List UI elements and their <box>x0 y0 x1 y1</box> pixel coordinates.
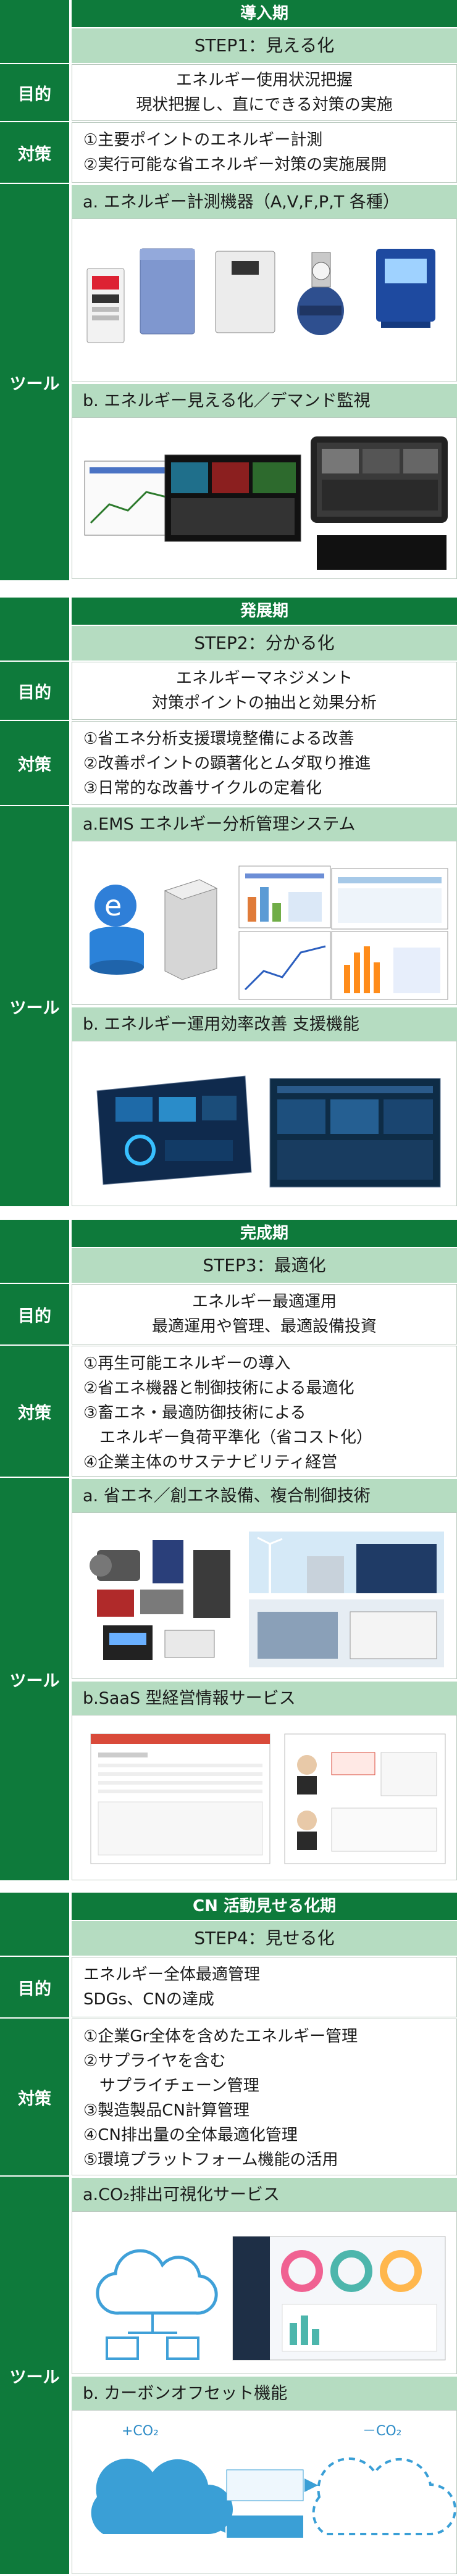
phase-1-meter-devices-image <box>72 219 457 381</box>
measure-line: ①省エネ分析支援環境整備による改善 <box>83 730 354 748</box>
purpose-line: 最適運用や管理、最適設備投資 <box>151 1317 377 1336</box>
phase-4-stage: CN 活動見せる化期 <box>72 1893 457 1920</box>
meter-devices-illustration <box>86 248 435 343</box>
phase-1-side-blank <box>0 0 69 63</box>
offset-plus-label: +CO₂ <box>122 2424 159 2439</box>
purpose-line: SDGs、CNの達成 <box>83 1990 214 2009</box>
phase-2-tool-b: b. エネルギー運用効率改善 支援機能 <box>72 1006 457 1041</box>
phase-1-purpose: エネルギー使用状況把握 現状把握し、直にできる対策の実施 <box>72 64 457 121</box>
phase-4-tool-b: b. カーボンオフセット機能 <box>72 2375 457 2410</box>
measure-line: ②サプライヤを含む <box>83 2052 226 2070</box>
purpose-line: 現状把握し、直にできる対策の実施 <box>136 96 393 114</box>
phase-3-purpose: エネルギー最適運用 最適運用や管理、最適設備投資 <box>72 1284 457 1344</box>
phase-2-side-blank <box>0 598 69 661</box>
phase-2-purpose-label: 目的 <box>0 662 69 720</box>
ems-illustration: e <box>90 865 448 1000</box>
purpose-line: エネルギーマネジメント <box>175 669 353 688</box>
phase-1-tool-b: b. エネルギー見える化／デマンド監視 <box>72 383 457 417</box>
offset-minus-label: －CO₂ <box>363 2424 402 2439</box>
phase-2-ems-image: e <box>72 841 457 1005</box>
phase-3-saas-image <box>72 1715 457 1880</box>
monitor-screens-illustration <box>84 436 448 570</box>
measure-line: ①再生可能エネルギーの導入 <box>83 1354 291 1373</box>
phase-3-step: STEP3：最適化 <box>72 1247 457 1283</box>
measure-line: サプライチェーン管理 <box>83 2077 259 2095</box>
phase-3-measures-label: 対策 <box>0 1346 69 1477</box>
phase-2-tool-a: a.EMS エネルギー分析管理システム <box>72 806 457 841</box>
phase-3-stage: 完成期 <box>72 1220 457 1247</box>
co2-visualization-illustration <box>96 2236 446 2361</box>
phase-3-tools-label: ツール <box>0 1478 69 1880</box>
phase-4-measures-label: 対策 <box>0 2019 69 2175</box>
phase-4-purpose-label: 目的 <box>0 1957 69 2017</box>
phase-4-step: STEP4：見せる化 <box>72 1920 457 1956</box>
equipment-illustration <box>90 1532 444 1667</box>
purpose-line: エネルギー全体最適管理 <box>83 1965 261 1984</box>
measure-line: ①企業Gr全体を含めたエネルギー管理 <box>83 2027 358 2046</box>
measure-line: ①主要ポイントのエネルギー計測 <box>83 131 323 149</box>
measure-line: ②省エネ機器と制御技術による最適化 <box>83 1379 354 1398</box>
phase-4: CN 活動見せる化期 STEP4：見せる化 目的 エネルギー全体最適管理 SDG… <box>0 1893 457 2574</box>
phase-2-measures: ①省エネ分析支援環境整備による改善 ②改善ポイントの顕著化とムダ取り推進 ③日常… <box>72 721 457 805</box>
measure-line: ③製造製品CN計算管理 <box>83 2101 249 2120</box>
phase-1-tools-label: ツール <box>0 184 69 580</box>
phase-2: 発展期 STEP2：分かる化 目的 エネルギーマネジメント 対策ポイントの抽出と… <box>0 598 457 1206</box>
phase-1-measures-label: 対策 <box>0 122 69 183</box>
measure-line: ②実行可能な省エネルギー対策の実施展開 <box>83 156 387 174</box>
phase-3-side-blank <box>0 1220 69 1283</box>
purpose-line: エネルギー最適運用 <box>191 1293 337 1311</box>
phase-2-efficiency-image <box>72 1041 457 1206</box>
phase-4-tool-a: a.CO₂排出可視化サービス <box>72 2177 457 2211</box>
measure-line: ④CN排出量の全体最適化管理 <box>83 2126 298 2145</box>
phase-1-purpose-label: 目的 <box>0 64 69 121</box>
phase-4-purpose: エネルギー全体最適管理 SDGs、CNの達成 <box>72 1957 457 2017</box>
svg-text:e: e <box>104 889 122 922</box>
phase-4-measures: ①企業Gr全体を含めたエネルギー管理 ②サプライヤを含む サプライチェーン管理 … <box>72 2019 457 2175</box>
phase-1-tool-a: a. エネルギー計測機器（A,V,F,P,T 各種） <box>72 184 457 219</box>
phase-1-measures: ①主要ポイントのエネルギー計測 ②実行可能な省エネルギー対策の実施展開 <box>72 122 457 183</box>
phase-1-stage: 導入期 <box>72 0 457 27</box>
purpose-line: 対策ポイントの抽出と効果分析 <box>151 694 377 712</box>
phase-3-equipment-image <box>72 1512 457 1679</box>
phase-3-tool-b: b.SaaS 型経営情報サービス <box>72 1680 457 1715</box>
phase-3-measures: ①再生可能エネルギーの導入 ②省エネ機器と制御技術による最適化 ③畜エネ・最適防… <box>72 1346 457 1477</box>
saas-dashboard-illustration <box>90 1733 446 1864</box>
measure-line: ⑤環境プラットフォーム機能の活用 <box>83 2151 338 2169</box>
phase-2-purpose: エネルギーマネジメント 対策ポイントの抽出と効果分析 <box>72 662 457 720</box>
phase-3: 完成期 STEP3：最適化 目的 エネルギー最適運用 最適運用や管理、最適設備投… <box>0 1220 457 1880</box>
phase-4-tools-label: ツール <box>0 2177 69 2574</box>
phase-2-step: STEP2：分かる化 <box>72 625 457 661</box>
measure-line: ④企業主体のサステナビリティ経営 <box>83 1453 338 1472</box>
phase-3-purpose-label: 目的 <box>0 1284 69 1344</box>
measure-line: エネルギー負荷平準化（省コスト化） <box>83 1428 373 1447</box>
measure-line: ②改善ポイントの顕著化とムダ取り推進 <box>83 754 371 773</box>
phase-4-carbon-offset-image: +CO₂ －CO₂ <box>72 2410 457 2574</box>
phase-1: 導入期 STEP1：見える化 目的 エネルギー使用状況把握 現状把握し、直にでき… <box>0 0 457 580</box>
purpose-line: エネルギー使用状況把握 <box>175 71 353 90</box>
carbon-offset-illustration: +CO₂ －CO₂ <box>91 2424 456 2538</box>
phase-1-step: STEP1：見える化 <box>72 27 457 63</box>
measure-line: ③日常的な改善サイクルの定着化 <box>83 779 322 798</box>
efficiency-dashboard-illustration <box>96 1075 441 1188</box>
phase-1-monitor-screens-image <box>72 417 457 579</box>
phase-2-tools-label: ツール <box>0 806 69 1206</box>
measure-line: ③畜エネ・最適防御技術による <box>83 1404 306 1422</box>
phase-2-measures-label: 対策 <box>0 721 69 805</box>
phase-2-stage: 発展期 <box>72 598 457 625</box>
phase-4-co2-visualization-image <box>72 2211 457 2374</box>
phase-3-tool-a: a. 省エネ／創エネ設備、複合制御技術 <box>72 1478 457 1512</box>
phase-4-side-blank <box>0 1893 69 1956</box>
